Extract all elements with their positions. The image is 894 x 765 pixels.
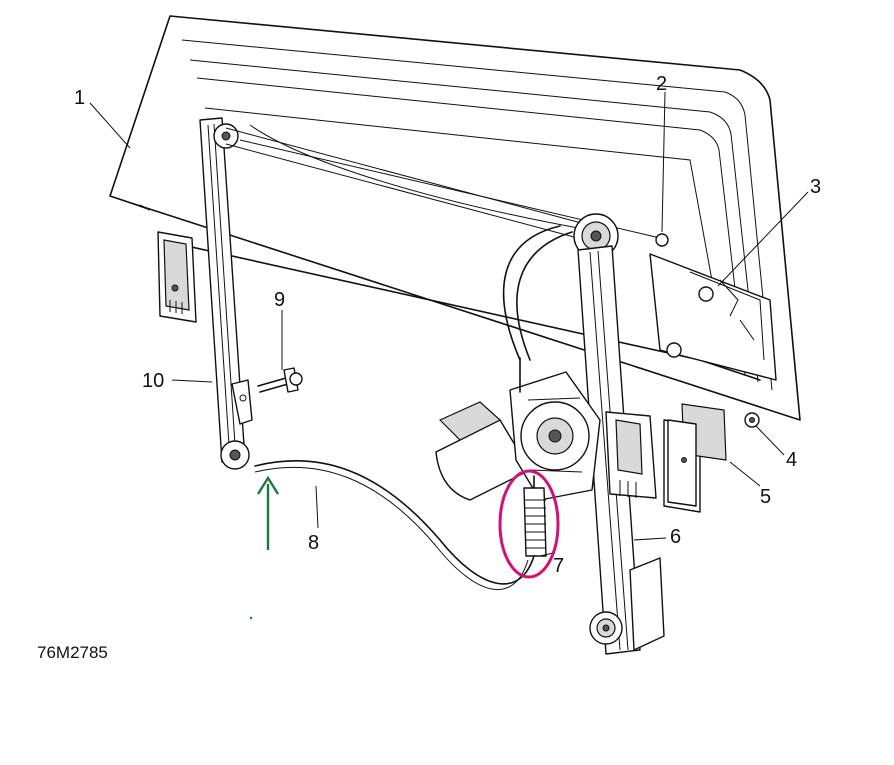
window-glass	[109, 15, 801, 421]
cable-adjuster	[523, 475, 547, 557]
callout-8: 8	[308, 532, 319, 554]
figure-reference-code: 76M2785	[37, 643, 108, 662]
callout-3: 3	[810, 176, 821, 198]
right-glass-clamp	[663, 403, 727, 513]
callout-5: 5	[760, 486, 771, 508]
left-glass-clamp	[157, 231, 197, 323]
callout-6: 6	[670, 526, 681, 548]
fixing-clip	[744, 412, 760, 428]
callout-7: 7	[553, 555, 564, 577]
regulator-motor	[435, 371, 657, 501]
leader-lines	[89, 91, 809, 557]
callout-4: 4	[786, 449, 797, 471]
outer-cable-inner	[254, 466, 529, 590]
outer-cable	[254, 460, 535, 585]
green-arrow-annotation	[249, 475, 280, 620]
callout-9: 9	[274, 289, 285, 311]
right-glass-bracket	[649, 253, 777, 381]
left-guide-rail	[199, 117, 253, 470]
fixing-bolt	[257, 367, 303, 393]
cable-conduits	[502, 225, 573, 393]
callout-10: 10	[142, 370, 164, 392]
callout-1: 1	[74, 87, 85, 109]
callout-2: 2	[656, 73, 667, 95]
magenta-highlight-ellipse	[498, 469, 560, 579]
